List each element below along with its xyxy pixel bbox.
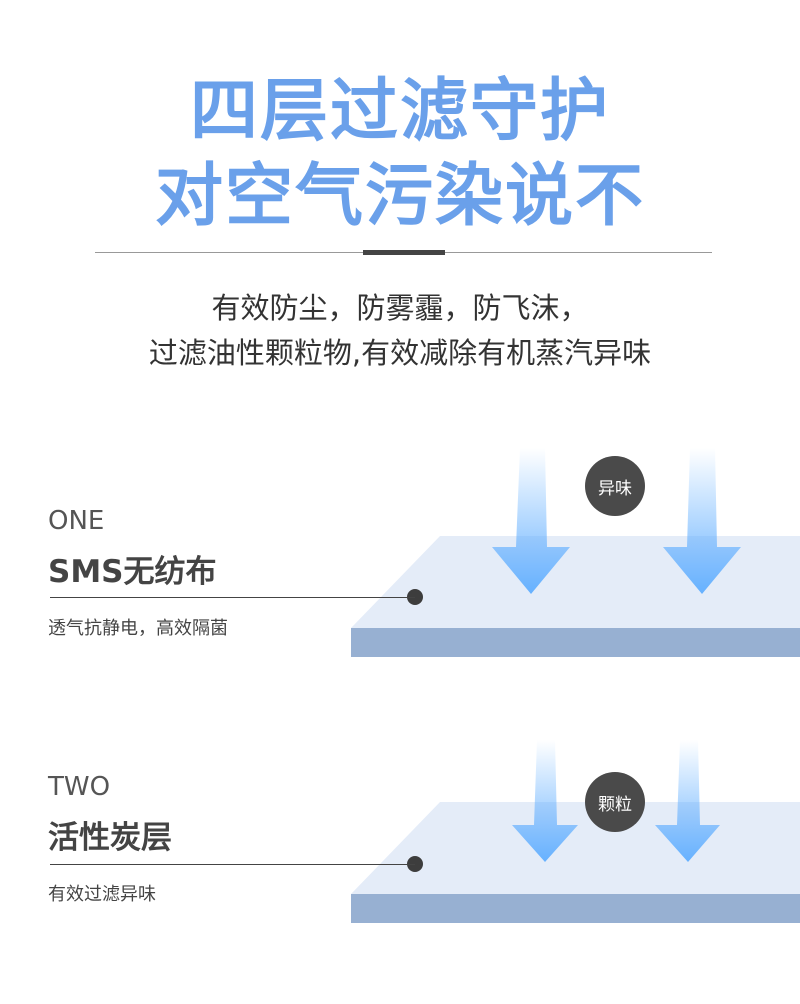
layer-one-description: 透气抗静电，高效隔菌 <box>48 618 228 639</box>
badge-particles: 颗粒 <box>585 772 645 832</box>
badge-odor: 异味 <box>585 456 645 516</box>
layer-two-number: TWO <box>48 772 111 802</box>
layer-two-name: 活性炭层 <box>48 820 172 856</box>
arrow-down-icon <box>655 740 720 862</box>
leader-line <box>50 597 415 598</box>
subtitle-line-1: 有效防尘，防雾霾，防飞沫， <box>211 291 589 325</box>
layer-two-description: 有效过滤异味 <box>48 884 156 905</box>
divider-accent <box>363 250 445 255</box>
layer-one-number: ONE <box>48 506 105 536</box>
leader-line <box>50 864 415 865</box>
leader-dot <box>407 856 423 872</box>
leader-dot <box>407 589 423 605</box>
arrow-down-icon <box>663 448 741 594</box>
arrow-down-icon <box>512 740 578 862</box>
layer-one-name: SMS无纺布 <box>48 554 217 590</box>
arrow-down-icon <box>492 448 570 594</box>
title-line-2: 对空气污染说不 <box>154 157 645 236</box>
title-line-1: 四层过滤守护 <box>189 72 610 151</box>
subtitle-line-2: 过滤油性颗粒物,有效减除有机蒸汽异味 <box>148 336 652 370</box>
